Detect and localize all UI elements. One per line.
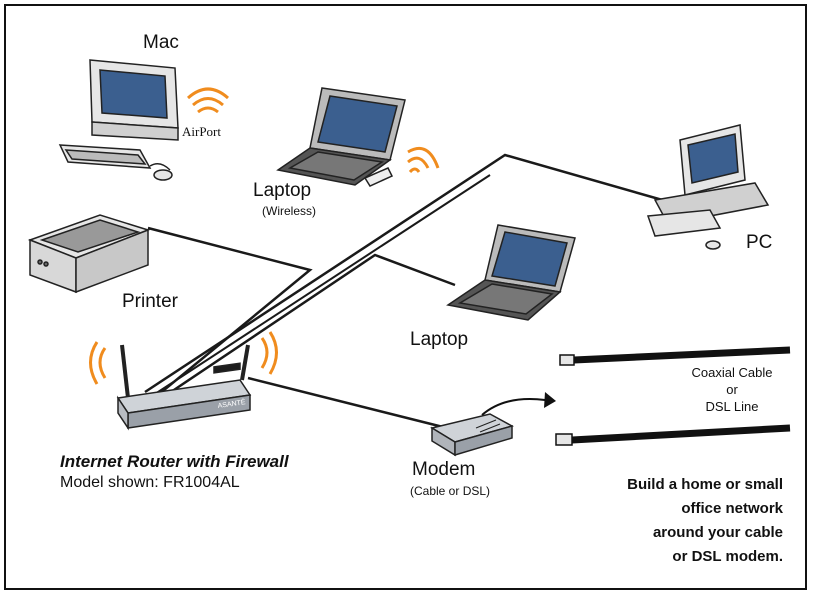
cable-label: Coaxial Cable or DSL Line	[672, 364, 792, 415]
cable-modem	[247, 376, 456, 432]
pc-label: PC	[746, 232, 773, 253]
tagline-line4: or DSL modem.	[672, 548, 783, 565]
arrow-icon	[481, 398, 546, 416]
pc-computer	[646, 124, 770, 250]
laptop-wireless-sublabel: (Wireless)	[262, 204, 316, 218]
modem-device	[430, 413, 514, 457]
printer-device	[27, 214, 151, 294]
cable-pc	[144, 153, 681, 394]
mac-computer	[58, 59, 179, 181]
tagline-line2: office network	[681, 500, 783, 517]
router-device	[116, 344, 252, 431]
cable-label-line2: or	[726, 382, 738, 397]
modem-label: Modem	[412, 459, 476, 480]
tagline-line1: Build a home or small	[627, 476, 783, 493]
mac-label: Mac	[143, 32, 179, 53]
wifi-icon	[186, 87, 230, 114]
tagline-line3: around your cable	[652, 524, 783, 541]
printer-label: Printer	[122, 291, 178, 312]
wifi-icon	[89, 331, 278, 385]
modem-sublabel: (Cable or DSL)	[410, 484, 491, 498]
laptop-label: Laptop	[410, 329, 469, 350]
dsl-line	[555, 424, 791, 446]
router-model: Model shown: FR1004AL	[60, 474, 240, 491]
airport-label: AirPort	[182, 124, 221, 139]
cable-printer	[147, 226, 313, 396]
laptop-wireless-device	[276, 87, 406, 187]
cable-label-line3: DSL Line	[705, 399, 759, 414]
tagline: Build a home or small office network aro…	[627, 473, 783, 569]
cable-label-line1: Coaxial Cable	[691, 365, 773, 380]
arrow-head-icon	[544, 392, 556, 408]
router-title: Internet Router with Firewall	[60, 452, 289, 471]
laptop-device	[446, 224, 576, 321]
wifi-icon	[407, 147, 440, 174]
cable-laptop-wireless	[154, 174, 491, 395]
coaxial-cable	[559, 346, 791, 366]
cable-laptop	[164, 253, 456, 398]
laptop-wireless-label: Laptop	[253, 180, 312, 201]
network-cables	[144, 153, 681, 432]
